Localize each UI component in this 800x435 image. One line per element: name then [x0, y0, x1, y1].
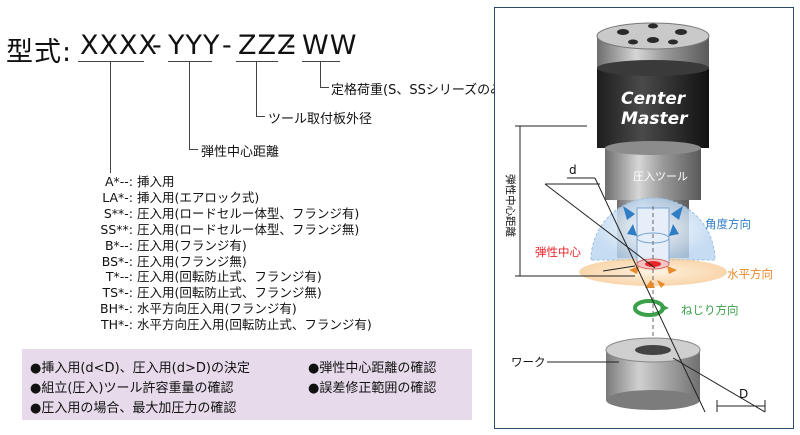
logo-line-1: Center: [621, 89, 687, 109]
list-item: S**-:圧入用(ロードセルー体型、フランジ有): [86, 206, 372, 222]
underline-zzz: [236, 61, 278, 62]
code-label: SS**:: [100, 221, 133, 237]
code-desc: 圧入用(ロードセルー体型、フランジ無): [137, 221, 360, 237]
list-item: TS*-:圧入用(回転防止式、フランジ無): [86, 285, 372, 301]
code-desc: 圧入用(フランジ有): [137, 237, 247, 253]
D-label: D: [739, 387, 748, 401]
diagram-svg: Center Master 圧入ツール: [504, 22, 773, 413]
code-label: TS*-:: [102, 285, 133, 301]
code-label: B*--:: [104, 237, 133, 253]
callout-zzz: ツール取付板外径: [268, 112, 373, 127]
list-item: SS**:圧入用(ロードセルー体型、フランジ無): [86, 222, 372, 238]
list-item: A*--: 挿入用: [86, 174, 372, 190]
code-desc: 圧入用(回転防止式、フランジ無): [137, 285, 322, 301]
list-item: T*--:圧入用(回転防止式、フランジ有): [86, 269, 372, 285]
tool-label: 圧入ツール: [633, 170, 688, 183]
angle-direction-label: 角度方向: [705, 217, 751, 231]
code-label: BS*-:: [101, 253, 133, 269]
model-ww: WW: [302, 30, 358, 61]
angle-arrows: [623, 206, 683, 236]
code-label: A*--:: [104, 174, 133, 189]
model-xxxx: XXXX: [80, 30, 158, 61]
underline-yyy: [168, 61, 212, 62]
code-desc: 圧入用(フランジ無): [137, 253, 247, 269]
model-prefix: 型式:: [6, 37, 73, 68]
code-label: T*--:: [105, 269, 133, 285]
twist-direction-label: ねじり方向: [681, 303, 739, 317]
callout-line-xxxx: [110, 61, 111, 173]
checklist-item: ●誤差修正範囲の確認: [308, 381, 437, 396]
logo-line-2: Master: [621, 109, 689, 129]
callout-line-ww: [320, 61, 329, 88]
model-zzz: ZZZ: [238, 30, 297, 61]
work-piece: [605, 337, 701, 410]
checklist-box: ●挿入用(d<D)、圧入用(d>D)の決定 ●組立(圧入)ツール許容重量の確認 …: [22, 349, 472, 420]
list-item: LA*-:挿入用(エアロック式): [86, 190, 372, 206]
list-item: TH*-:水平方向圧入用(回転防止式、フランジ有): [86, 317, 372, 333]
callout-yyy: 弾性中心距離: [201, 145, 280, 160]
elastic-center-distance-label: 弾性中心距離: [504, 174, 517, 237]
code-desc: 水平方向圧入用(回転防止式、フランジ有): [137, 317, 372, 333]
horizontal-arrows: [629, 266, 677, 288]
bolt-holes: [617, 23, 687, 45]
model-dash-1: -: [152, 30, 163, 61]
underline-xxxx: [78, 61, 144, 62]
code-label: BH*-:: [100, 301, 133, 317]
dimension-lines: [515, 125, 766, 413]
code-label: S**-:: [103, 205, 133, 221]
d-label: d: [569, 163, 577, 177]
code-label: TH*-:: [100, 317, 133, 333]
list-item: B*--:圧入用(フランジ有): [86, 238, 372, 254]
list-item: BH*-:水平方向圧入用(フランジ有): [86, 301, 372, 317]
center-master-diagram: Center Master 圧入ツール: [494, 7, 794, 429]
elastic-center-label: 弾性中心: [535, 245, 581, 259]
code-desc: 水平方向圧入用(フランジ有): [137, 301, 297, 317]
model-dash-2: -: [222, 30, 233, 61]
checklist-item: ●挿入用(d<D)、圧入用(d>D)の決定: [30, 361, 250, 376]
elastic-center-point: [645, 261, 661, 267]
code-desc: 圧入用(ロードセルー体型、フランジ有): [137, 205, 360, 221]
code-desc: 圧入用(回転防止式、フランジ有): [137, 269, 322, 285]
callout-line-zzz: [256, 61, 265, 117]
callout-ww: 定格荷重(S、SSシリーズのみ): [331, 83, 509, 98]
horizontal-direction-label: 水平方向: [727, 267, 773, 281]
callout-line-yyy: [189, 61, 198, 150]
underline-ww: [302, 61, 340, 62]
type-code-list: A*--: 挿入用 LA*-:挿入用(エアロック式) S**-:圧入用(ロードセル…: [86, 174, 372, 333]
twist-arrow: [633, 299, 669, 317]
work-label: ワーク: [511, 355, 546, 369]
checklist-item: ●圧入用の場合、最大加圧力の確認: [30, 401, 237, 416]
press-tool: [636, 206, 670, 338]
model-yyy: YYY: [168, 30, 221, 61]
checklist-item: ●組立(圧入)ツール許容重量の確認: [30, 381, 234, 396]
code-label: LA*-:: [102, 189, 133, 205]
checklist-item: ●弾性中心距離の確認: [308, 361, 437, 376]
code-desc: 挿入用: [137, 174, 175, 189]
code-desc: 挿入用(エアロック式): [137, 189, 260, 205]
model-dash-3: -: [286, 30, 297, 61]
list-item: BS*-:圧入用(フランジ無): [86, 254, 372, 270]
